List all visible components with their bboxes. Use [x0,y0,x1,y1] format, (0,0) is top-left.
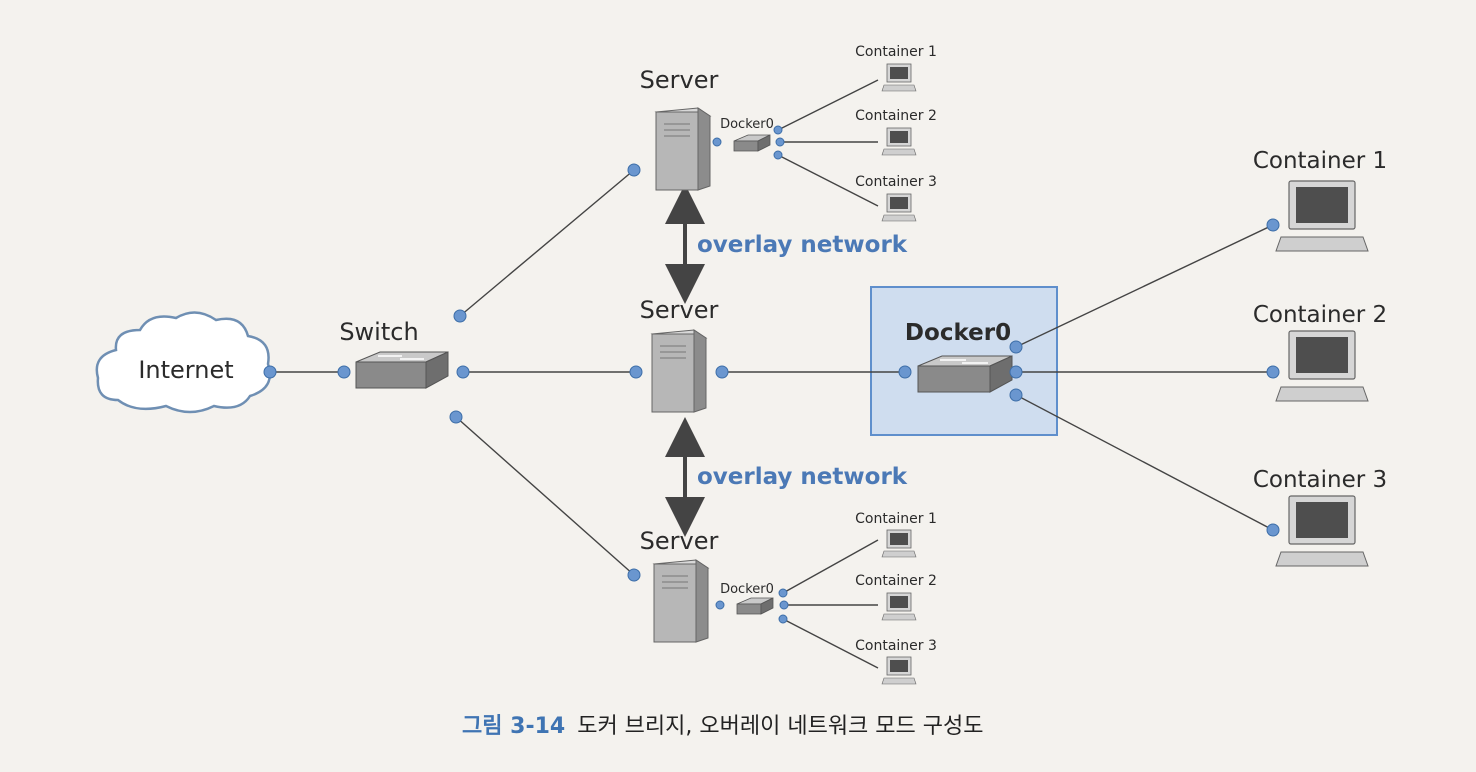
server-icon-middle [650,329,708,413]
server-label-top: Server [640,66,719,94]
docker0-switch-icon-top [733,134,771,152]
container-computer-icon-mid-3 [1275,495,1369,567]
container-label-top-3: Container 3 [855,174,937,190]
container-label-top-1: Container 1 [855,44,937,60]
container-label-bot-2: Container 2 [855,573,937,589]
container-computer-icon-bot-3 [881,656,917,685]
connection-lines [270,79,1274,669]
switch-label: Switch [339,318,418,346]
container-computer-icon-top-2 [881,127,917,156]
connection-dots [263,125,1280,624]
server-icon-bottom [652,559,710,643]
docker0-label-top: Docker0 [720,117,774,132]
figure-caption-text: 도커 브리지, 오버레이 네트워크 모드 구성도 [577,714,984,739]
server-label-bottom: Server [640,527,719,555]
container-computer-icon-bot-2 [881,592,917,621]
container-computer-icon-bot-1 [881,529,917,558]
container-computer-icon-mid-2 [1275,330,1369,402]
internet-label: Internet [138,356,233,384]
overlay-network-label-bottom: overlay network [697,464,908,490]
container-label-bot-3: Container 3 [855,638,937,654]
docker0-label: Docker0 [905,320,1011,346]
container-label-mid-3: Container 3 [1253,467,1387,493]
container-label-top-2: Container 2 [855,108,937,124]
docker0-label-bottom: Docker0 [720,582,774,597]
container-label-mid-2: Container 2 [1253,302,1387,328]
container-label-mid-1: Container 1 [1253,148,1387,174]
server-icon-top [654,107,712,191]
container-label-bot-1: Container 1 [855,511,937,527]
docker0-switch-icon-bottom [736,597,774,615]
overlay-network-label-top: overlay network [697,232,908,258]
container-computer-icon-top-1 [881,63,917,92]
figure-caption: 그림 3-14 도커 브리지, 오버레이 네트워크 모드 구성도 [462,708,983,740]
server-label-middle: Server [640,296,719,324]
container-computer-icon-top-3 [881,193,917,222]
internet-cloud-icon [95,311,272,414]
container-computer-icon-mid-1 [1275,180,1369,252]
docker0-switch-icon [917,355,1013,393]
switch-icon [355,351,449,389]
figure-number: 그림 3-14 [462,714,566,739]
